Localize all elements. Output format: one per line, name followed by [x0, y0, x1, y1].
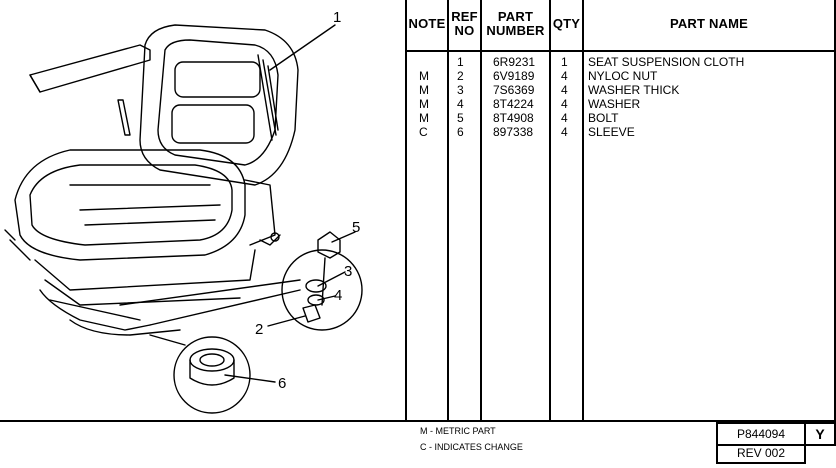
header-note: NOTE — [408, 16, 446, 31]
doc-code: Y — [804, 422, 836, 446]
doc-number: P844094 — [716, 422, 806, 446]
row-part-number: 7S6369 — [493, 83, 535, 97]
row-part-name: BOLT — [588, 111, 619, 125]
legend-change: C - INDICATES CHANGE — [420, 442, 523, 452]
row-part-name: SLEEVE — [588, 125, 635, 139]
row-qty: 1 — [561, 55, 568, 69]
row-qty: 4 — [561, 111, 568, 125]
row-note: C — [419, 125, 428, 139]
row-part-name: WASHER — [588, 97, 641, 111]
row-qty: 4 — [561, 97, 568, 111]
table-row: M 5 8T4908 4 BOLT — [405, 111, 836, 125]
table-row: M 4 8T4224 4 WASHER — [405, 97, 836, 111]
row-ref: 4 — [457, 97, 464, 111]
exploded-view-illustration: 1 2 3 4 5 6 — [0, 0, 405, 420]
table-row: C 6 897338 4 SLEEVE — [405, 125, 836, 139]
header-ref-no: REF NO — [451, 9, 478, 38]
row-part-number: 897338 — [493, 125, 534, 139]
revision: REV 002 — [716, 444, 806, 464]
row-note: M — [419, 83, 429, 97]
header-qty: QTY — [552, 16, 581, 31]
legend-metric: M - METRIC PART — [420, 426, 496, 436]
table-row: M 2 6V9189 4 NYLOC NUT — [405, 69, 836, 83]
parts-rows: 1 6R9231 1 SEAT SUSPENSION CLOTH M 2 6V9… — [405, 55, 836, 139]
row-ref: 5 — [457, 111, 464, 125]
callout-5: 5 — [352, 219, 360, 236]
callout-1: 1 — [333, 9, 341, 26]
row-qty: 4 — [561, 83, 568, 97]
row-part-number: 8T4224 — [493, 97, 534, 111]
seat-drawing: 1 2 3 4 5 6 — [4, 9, 363, 414]
row-part-number: 6R9231 — [493, 55, 536, 69]
callout-2: 2 — [255, 321, 263, 338]
row-part-number: 8T4908 — [493, 111, 534, 125]
row-ref: 1 — [457, 55, 464, 69]
callout-6: 6 — [278, 375, 286, 392]
row-part-name: SEAT SUSPENSION CLOTH — [588, 55, 745, 69]
row-note: M — [419, 69, 429, 83]
row-part-number: 6V9189 — [493, 69, 535, 83]
row-ref: 2 — [457, 69, 464, 83]
row-qty: 4 — [561, 69, 568, 83]
page-footer: M - METRIC PART C - INDICATES CHANGE P84… — [0, 420, 836, 468]
table-row: M 3 7S6369 4 WASHER THICK — [405, 83, 836, 97]
row-note: M — [419, 111, 429, 125]
row-qty: 4 — [561, 125, 568, 139]
header-part-name: PART NAME — [669, 16, 749, 31]
row-part-name: NYLOC NUT — [588, 69, 658, 83]
table-row: 1 6R9231 1 SEAT SUSPENSION CLOTH — [405, 55, 836, 69]
callout-4: 4 — [334, 287, 342, 304]
row-ref: 6 — [457, 125, 464, 139]
row-note: M — [419, 97, 429, 111]
parts-table: NOTE REF NO PART NUMBER QTY PART NAME 1 … — [405, 0, 836, 420]
callout-3: 3 — [344, 263, 352, 280]
header-part-number: PART NUMBER — [486, 9, 545, 38]
row-ref: 3 — [457, 83, 464, 97]
row-part-name: WASHER THICK — [588, 83, 680, 97]
